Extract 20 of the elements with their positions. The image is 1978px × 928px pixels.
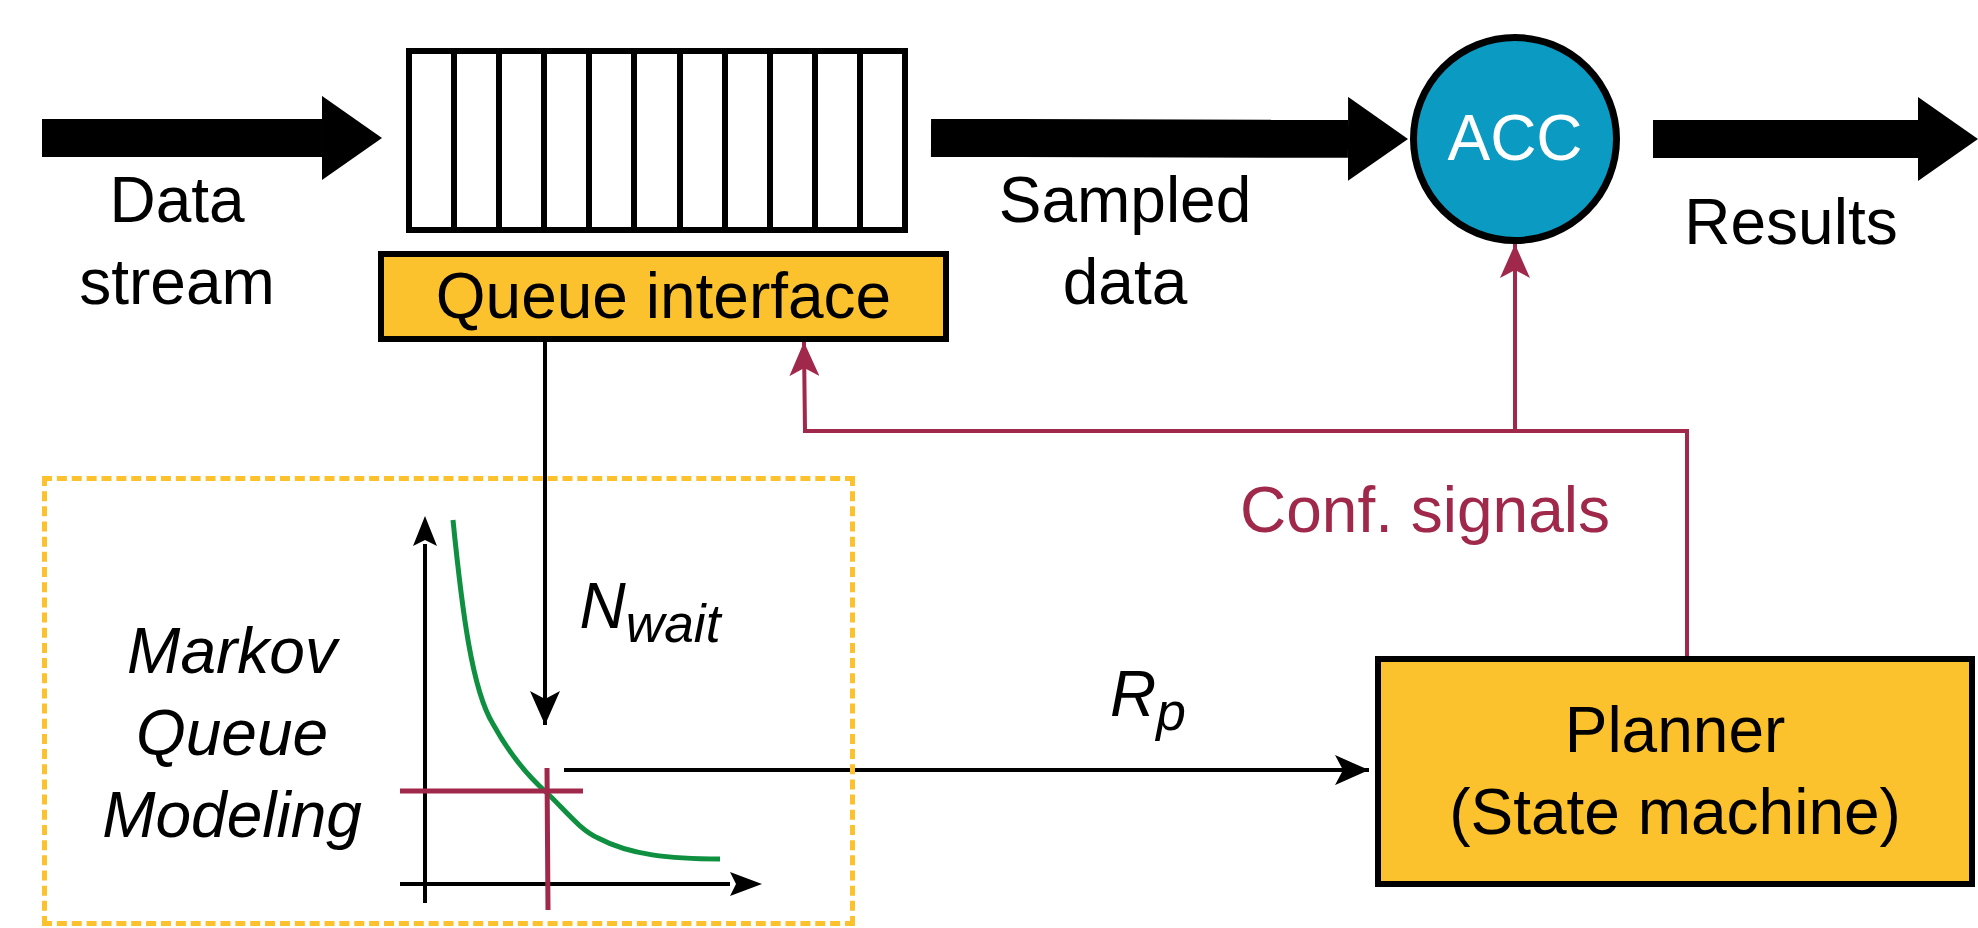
node-label: ACC — [1447, 101, 1583, 177]
process-box — [378, 251, 949, 342]
node-label: (State machine) — [1449, 774, 1901, 850]
queue-drawing — [406, 48, 908, 233]
node-label: Planner — [1564, 692, 1786, 768]
block-arrow — [1653, 97, 1978, 181]
edge-label: R$_{p}$ — [1109, 657, 1187, 743]
block-arrow — [42, 95, 382, 180]
process-box — [1375, 656, 1975, 887]
arrow — [530, 342, 560, 725]
group-title: Markov Queue Modeling — [101, 614, 363, 853]
dashed-group-box — [42, 476, 855, 926]
edge-label: Sampled data — [997, 163, 1253, 320]
edge-label: Results — [1683, 185, 1899, 261]
block-arrow — [930, 96, 1408, 181]
edge-label: Conf. signals — [1239, 473, 1611, 549]
arrow — [564, 755, 1369, 786]
node-label: Queue interface — [435, 258, 892, 334]
edge-label: N$_{wait}$ — [578, 569, 724, 655]
edge-label: Data stream — [78, 163, 276, 320]
